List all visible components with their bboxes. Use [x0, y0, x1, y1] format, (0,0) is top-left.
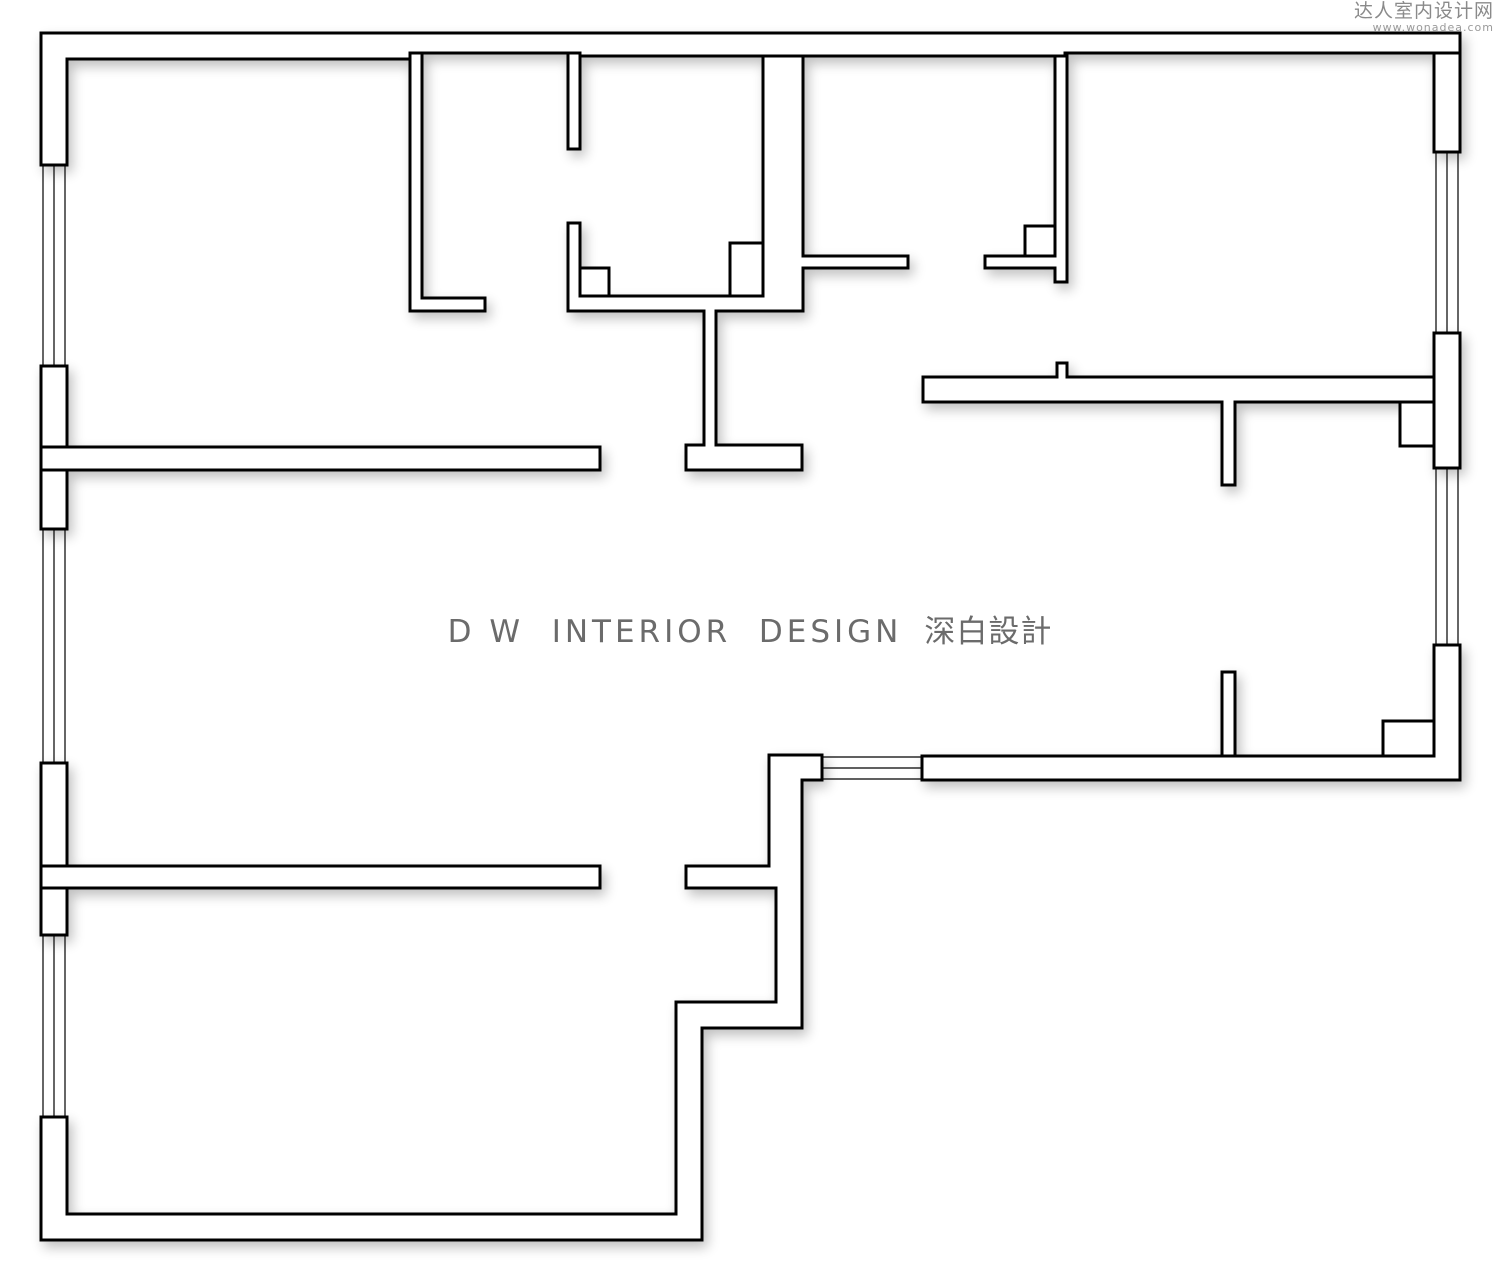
wall-room1-bottom [39, 445, 602, 472]
window-left-lower [42, 935, 66, 1117]
window-left-upper [42, 165, 66, 366]
site-watermark-url: www.wonadea.com [1372, 20, 1494, 34]
design-watermark: D W INTERIOR DESIGN 深白設計 [0, 606, 1500, 651]
outer-wall-right-mid [1432, 331, 1462, 470]
watermark-latin: D W INTERIOR DESIGN [447, 614, 903, 650]
shaft-right-bottom [1381, 719, 1436, 758]
site-watermark-name: 达人室内设计网 [1353, 0, 1494, 22]
wall-room1-right [408, 51, 487, 313]
outer-wall-left-c [39, 753, 824, 1242]
outer-wall-right-low [920, 643, 1462, 782]
shaft-bath2 [1023, 224, 1057, 258]
window-right-upper [1435, 152, 1459, 333]
shaft-bath1-right [728, 241, 765, 298]
window-left-middle [42, 529, 66, 763]
wall-bath1-stub-top [566, 51, 582, 151]
wall-lower-room-top [39, 864, 602, 890]
wall-right-room-stub [1220, 670, 1237, 758]
outer-wall-top [39, 31, 1462, 167]
watermark-cjk: 深白設計 [924, 614, 1053, 650]
outer-wall-left-b [39, 761, 69, 937]
shaft-right-top [1398, 400, 1436, 448]
window-bottom-entry [822, 756, 922, 780]
shaft-bath1-left [578, 266, 611, 298]
site-watermark: 达人室内设计网 www.wonadea.com [1353, 0, 1494, 34]
wall-bath1-bottom [566, 54, 910, 472]
window-right-lower [1435, 468, 1459, 645]
outer-wall-top-right [1432, 51, 1462, 154]
wall-corridor-right [921, 361, 1436, 487]
